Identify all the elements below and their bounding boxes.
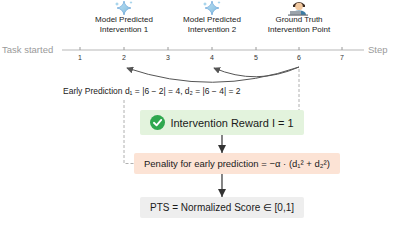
timeline-axis	[62, 49, 364, 50]
step-number: 1	[78, 54, 82, 62]
box-text: Intervention Reward I = 1	[170, 117, 293, 129]
step-number: 7	[340, 54, 344, 62]
formula-note: Early Prediction d₁ = |6 − 2| = 4, d₂ = …	[62, 86, 242, 96]
score-box: PTS = Normalized Score ∈ [0,1]	[140, 197, 304, 218]
step-number: 2	[122, 54, 126, 62]
reward-box: Intervention Reward I = 1	[140, 110, 303, 135]
step-number: 4	[210, 54, 214, 62]
flow-arrow	[221, 135, 222, 153]
step-number: 3	[166, 54, 170, 62]
box-text: PTS = Normalized Score ∈ [0,1]	[150, 202, 294, 213]
distance-arc	[214, 67, 299, 77]
person-icon	[288, 2, 308, 16]
step-number: 5	[254, 54, 258, 62]
prediction-label: Model Predicted Intervention 1	[89, 15, 159, 34]
sparkle-icon	[203, 1, 221, 15]
sparkle-icon	[115, 1, 133, 15]
tick-marks	[80, 47, 342, 50]
step-number: 6	[297, 54, 301, 62]
check-icon	[150, 115, 165, 130]
penalty-box: Penality for early prediction = −α · (d₁…	[134, 153, 340, 174]
timeline-start-label: Task started	[2, 44, 53, 55]
axis-label: Step	[368, 44, 388, 55]
ground-truth-label: Ground Truth Intervention Point	[257, 15, 341, 34]
box-text: Penality for early prediction = −α · (d₁…	[144, 158, 330, 169]
dashed-leader	[124, 100, 134, 164]
prediction-label: Model Predicted Intervention 2	[177, 15, 247, 34]
distance-arc	[127, 67, 299, 82]
dashed-leader	[299, 69, 300, 110]
flow-arrow	[221, 174, 222, 197]
